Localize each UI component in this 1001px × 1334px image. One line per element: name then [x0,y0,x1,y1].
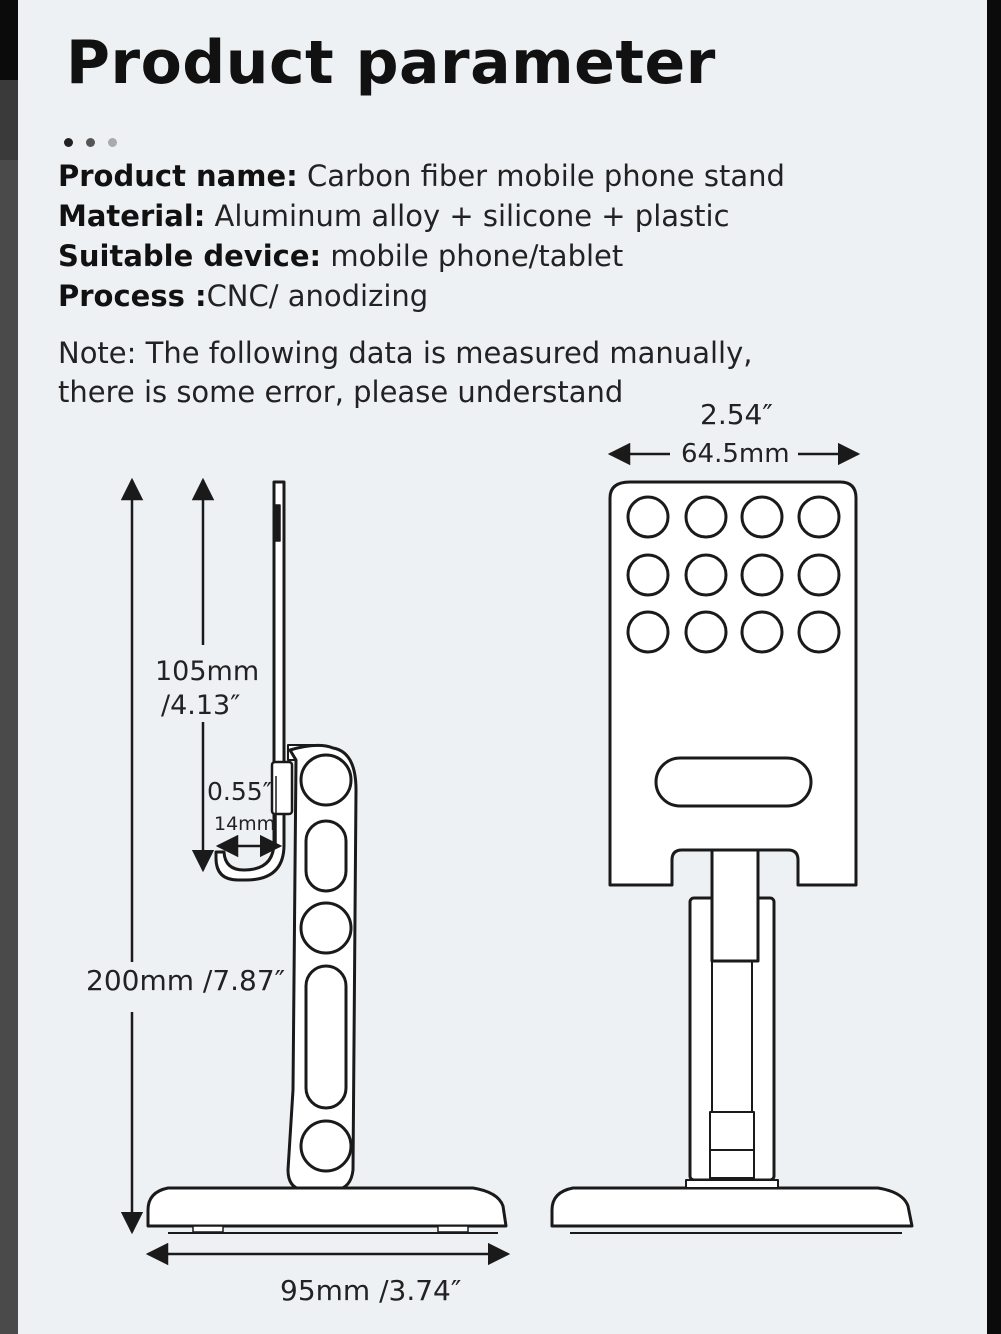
param-value: Carbon fiber mobile phone stand [297,159,785,193]
param-product-name: Product name: Carbon fiber mobile phone … [58,156,785,196]
right-edge [987,0,1001,1334]
front-view [550,480,914,1234]
side-view [146,480,508,1234]
front-upper-column [710,843,760,963]
left-edge-mid [0,160,18,1334]
side-foot-1 [192,1225,224,1233]
parameter-list: Product name: Carbon fiber mobile phone … [58,156,785,316]
param-value: Aluminum alloy + silicone + plastic [205,199,730,233]
param-material: Material: Aluminum alloy + silicone + pl… [58,196,785,236]
side-foot-2 [437,1225,469,1233]
side-hole-2 [299,901,353,955]
param-suitable-device: Suitable device: mobile phone/tablet [58,236,785,276]
front-base-collar [685,1179,779,1189]
content-panel: Product parameter Product name: Carbon f… [18,0,987,1334]
label-holder-mm: 105mm [155,656,259,687]
label-height: 200mm /7.87″ [86,964,285,997]
label-width-mm: 64.5mm [681,439,790,469]
front-dimension-labels: 2.54″ 64.5mm [677,398,794,469]
side-hole-1 [299,753,353,807]
label-lip-in: 0.55″ [207,777,272,806]
side-hole-3 [299,1119,353,1173]
label-holder-in: /4.13″ [161,690,240,721]
side-plate-edge [274,504,281,542]
dimension-diagram: 105mm /4.13″ 0.55″ 14mm 200mm /7.87″ 95m… [86,398,914,1307]
side-slot-1 [304,819,348,893]
label-width-in: 2.54″ [700,398,773,431]
label-base: 95mm /3.74″ [280,1274,461,1307]
left-edge-top [0,0,18,80]
dot-2 [86,138,95,147]
front-holder-plate [608,480,858,887]
param-key: Material: [58,199,206,233]
dot-1 [64,138,73,147]
page-title: Product parameter [66,28,716,98]
label-width-mm-bg [677,439,794,469]
side-dimensions [120,477,511,1266]
param-value: mobile phone/tablet [321,239,624,273]
dot-3 [108,138,117,147]
front-base [550,1186,914,1228]
measurement-note: Note: The following data is measured man… [58,334,752,412]
note-line-2: there is some error, please understand [58,375,624,409]
side-base [146,1186,508,1228]
section-dots [64,132,130,151]
param-key: Suitable device: [58,239,322,273]
note-line-1: Note: The following data is measured man… [58,336,753,370]
param-key: Product name: [58,159,298,193]
side-dimension-labels: 105mm /4.13″ 0.55″ 14mm 200mm /7.87″ 95m… [86,656,461,1307]
param-key: Process : [58,279,207,313]
param-process: Process :CNC/ anodizing [58,276,785,316]
param-value: CNC/ anodizing [206,279,429,313]
side-hinge [270,760,294,816]
front-joint [709,1111,755,1179]
front-handle-slot [654,756,813,808]
front-hole-grid [626,495,841,654]
side-slot-2 [304,964,348,1110]
label-lip-mm: 14mm [214,813,275,835]
